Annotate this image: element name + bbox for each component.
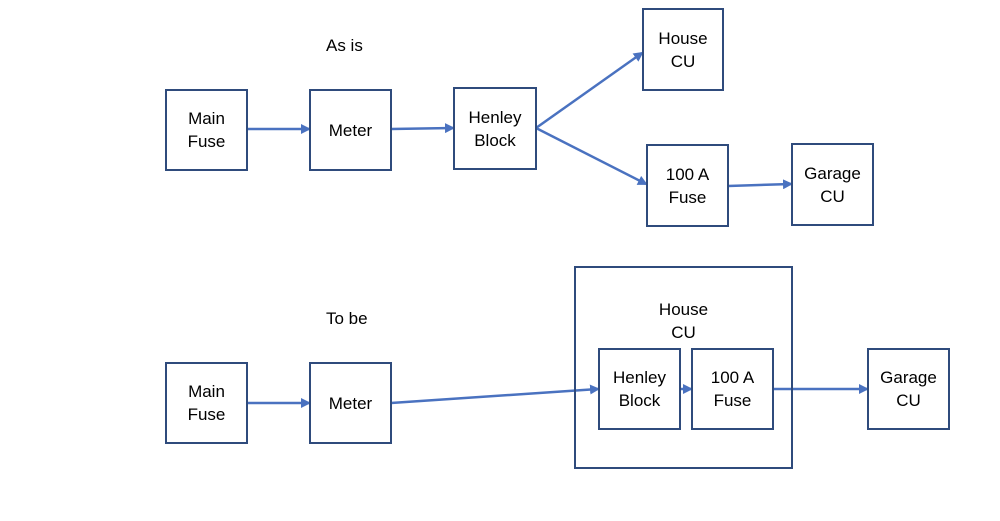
as-is-main-fuse-box: Main Fuse [165, 89, 248, 171]
arrow-100a-fuse-to-garage-cu [727, 179, 793, 190]
to-be-heading: To be [326, 309, 368, 328]
arrow-henley-to-house-cu [535, 51, 644, 130]
arrow-meter-to-henley [390, 123, 455, 134]
henley-block-label: Henley Block [613, 368, 666, 410]
as-is-house-cu-box: House CU [642, 8, 724, 91]
garage-cu-label: Garage CU [880, 368, 937, 410]
fuse-100a-label: 100 A Fuse [665, 164, 710, 207]
arrow-henley-to-100a-fuse [535, 126, 648, 186]
main-fuse-label: Main Fuse [187, 382, 226, 424]
to-be-meter-box: Meter [309, 362, 392, 444]
house-cu-label: House CU [658, 28, 708, 71]
as-is-garage-cu-box: Garage CU [791, 143, 874, 226]
as-is-henley-block-box: Henley Block [453, 87, 537, 170]
meter-label: Meter [328, 120, 373, 140]
to-be-house-cu-container: House CU [574, 266, 793, 469]
arrow-tobe-meter-to-henley [390, 384, 600, 405]
meter-label: Meter [328, 393, 373, 413]
as-is-heading: As is [326, 36, 363, 55]
to-be-henley-block-box: Henley Block [598, 348, 681, 430]
main-fuse-label: Main Fuse [187, 109, 226, 151]
to-be-main-fuse-box: Main Fuse [165, 362, 248, 444]
as-is-100a-fuse-box: 100 A Fuse [646, 144, 729, 227]
fuse-100a-label: 100 A Fuse [710, 368, 755, 410]
garage-cu-label: Garage CU [804, 163, 861, 206]
house-cu-container-label: House CU [658, 300, 709, 342]
to-be-100a-fuse-box: 100 A Fuse [691, 348, 774, 430]
to-be-garage-cu-box: Garage CU [867, 348, 950, 430]
as-is-meter-box: Meter [309, 89, 392, 171]
henley-block-label: Henley Block [468, 107, 522, 150]
